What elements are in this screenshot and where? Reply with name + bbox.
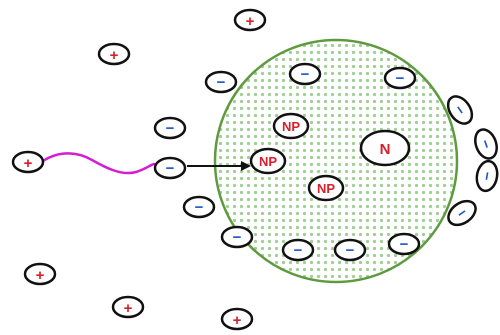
negative-sign: −	[166, 160, 175, 177]
cell	[213, 38, 459, 284]
negative-charge: −	[333, 238, 367, 262]
nucleus-outline	[359, 129, 411, 167]
negative-charge: −	[220, 225, 254, 249]
charge-outline	[111, 295, 145, 319]
positive-charge: +	[23, 262, 57, 286]
nanoparticle-3: NP	[307, 174, 345, 202]
negative-charge: −	[475, 159, 499, 193]
charge-outline	[220, 225, 254, 249]
nanoparticle-2: NP	[249, 147, 287, 175]
nucleus-label: N	[380, 141, 391, 158]
negative-charge: −	[204, 70, 238, 94]
negative-sign: −	[478, 170, 496, 182]
negative-charge: −	[474, 128, 498, 160]
charge-outline	[383, 66, 417, 90]
negative-sign: −	[166, 120, 175, 137]
nanoparticle-label: NP	[317, 181, 335, 196]
tethered-positive-charge: +	[11, 150, 45, 174]
nanoparticle-label: NP	[259, 154, 277, 169]
charge-outline	[447, 199, 477, 227]
negative-sign: −	[346, 242, 355, 259]
charge-outline	[23, 262, 57, 286]
charge-outline	[153, 156, 187, 180]
charge-outline	[220, 307, 254, 331]
charge-outline	[288, 62, 322, 86]
negative-charge: −	[387, 232, 421, 256]
nanoparticle-outline	[249, 147, 287, 175]
positive-charge: +	[220, 307, 254, 331]
positive-sign: +	[24, 155, 33, 172]
negative-sign: −	[195, 199, 204, 216]
negative-charge: −	[182, 195, 216, 219]
charge-outline	[475, 159, 499, 193]
positive-sign: +	[110, 47, 119, 64]
charge-outline	[474, 128, 498, 160]
negative-sign: −	[217, 74, 226, 91]
charge-outline	[281, 238, 315, 262]
nanoparticle-label: NP	[282, 119, 300, 134]
negative-sign: −	[301, 66, 310, 83]
positive-charge: +	[111, 295, 145, 319]
negative-charge: −	[383, 66, 417, 90]
positive-sign: +	[124, 300, 133, 317]
positive-sign: +	[36, 267, 45, 284]
charge-outline	[182, 195, 216, 219]
nanoparticle-1: NP	[272, 112, 310, 140]
positive-sign: +	[233, 312, 242, 329]
nucleus: N	[359, 129, 411, 167]
charge-outline	[11, 150, 45, 174]
negative-sign: −	[294, 242, 303, 259]
negative-charge: −	[447, 199, 477, 227]
negative-charge: −	[281, 238, 315, 262]
tethered-negative-charge: −	[153, 156, 187, 180]
negative-charge: −	[446, 95, 474, 125]
positive-sign: +	[246, 13, 255, 30]
positive-charge: +	[233, 8, 267, 32]
nanoparticle-outline	[272, 112, 310, 140]
negative-charge: −	[288, 62, 322, 86]
negative-charge: −	[153, 116, 187, 140]
positive-charge: +	[97, 42, 131, 66]
cell-body	[213, 38, 459, 284]
charge-outline	[97, 42, 131, 66]
charge-outline	[204, 70, 238, 94]
nanoparticle-outline	[307, 174, 345, 202]
charge-outline	[446, 95, 474, 125]
tether-line	[41, 152, 156, 175]
charge-outline	[333, 238, 367, 262]
negative-sign: −	[233, 229, 242, 246]
negative-sign: −	[400, 236, 409, 253]
charge-outline	[387, 232, 421, 256]
negative-sign: −	[396, 70, 405, 87]
charge-outline	[233, 8, 267, 32]
charge-outline	[153, 116, 187, 140]
